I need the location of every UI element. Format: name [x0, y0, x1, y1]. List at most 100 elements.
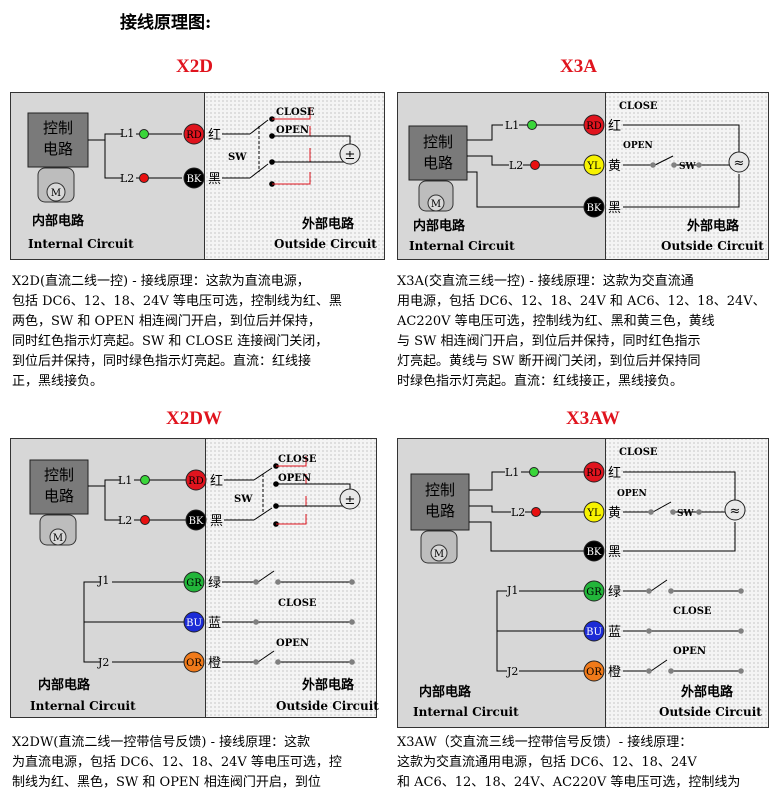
- ac-power-icon: [724, 499, 746, 521]
- rd-label: RD: [188, 476, 204, 487]
- x2dw-title: X2DW: [166, 408, 222, 429]
- ac-symbol: ≈: [734, 156, 745, 171]
- desc-line: AC220V 等电压可选，控制线为红、黑和黄三色，黄线: [397, 314, 715, 329]
- yl-label: YL: [586, 161, 601, 172]
- control-circuit-box: [410, 473, 470, 531]
- control-label-bottom: 电路: [44, 487, 74, 505]
- rd-label: RD: [586, 468, 602, 479]
- yl-terminal: [583, 154, 605, 176]
- open-label: OPEN: [673, 646, 706, 657]
- external-en-label: Outside Circuit: [659, 705, 762, 719]
- x3a-description: X3A(交直流三线一控) - 接线原理：这款为交直流通 用电源，包括 DC6、1…: [397, 272, 772, 392]
- internal-cn-label: 内部电路: [38, 677, 91, 693]
- orange-wire-label: 橙: [208, 656, 221, 671]
- x3aw-description: X3AW（交直流三线一控带信号反馈）- 接线原理： 这款为交直流通用电源，包括 …: [397, 733, 772, 793]
- rd-terminal: [183, 123, 205, 145]
- bk-label: BK: [189, 516, 204, 527]
- desc-line: 用电源，包括 DC6、12、18、24V 和 AC6、12、18、24V、: [397, 294, 766, 309]
- sw-label: SW: [679, 162, 696, 172]
- external-en-label: Outside Circuit: [661, 239, 764, 253]
- control-label-bottom: 电路: [425, 502, 455, 520]
- close-label: CLOSE: [278, 598, 317, 609]
- desc-line: X2D(直流二线一控) - 接线原理：这款为直流电源，: [12, 274, 310, 289]
- outside-region: [605, 438, 769, 728]
- dc-power-icon: [339, 143, 361, 165]
- bu-terminal: [183, 611, 205, 633]
- desc-line: 和 AC6、12、18、24V、AC220V 等电压可选，控制线为: [397, 775, 741, 790]
- page-heading: 接线原理图:: [120, 13, 212, 33]
- yellow-wire-label: 黄: [608, 159, 621, 174]
- external-en-label: Outside Circuit: [276, 699, 379, 713]
- control-label-bottom: 电路: [43, 140, 73, 158]
- outside-region: [204, 92, 385, 260]
- yl-label: YL: [586, 508, 601, 519]
- yl-terminal: [583, 501, 605, 523]
- control-label-top: 控制: [425, 481, 455, 499]
- x2dw-wiring-diagram: 控制 电路 M L1 L2 RD BK 红 黑 SW CLOSE OPEN ± …: [10, 438, 379, 718]
- l1-label: L1: [120, 127, 134, 140]
- close-label: CLOSE: [673, 606, 712, 617]
- open-label: OPEN: [617, 489, 647, 499]
- red-led-icon: [139, 173, 149, 183]
- internal-cn-label: 内部电路: [32, 213, 85, 229]
- motor-label: M: [53, 533, 63, 544]
- j2-label: J2: [97, 656, 109, 669]
- or-terminal: [183, 651, 205, 673]
- bk-label: BK: [587, 203, 602, 214]
- rd-terminal: [583, 461, 605, 483]
- control-circuit-box: [408, 125, 468, 181]
- red-wire-label: 红: [210, 473, 223, 489]
- x2d-title: X2D: [176, 56, 213, 77]
- red-wire-label: 红: [608, 118, 621, 134]
- x2d-wiring-diagram: 控制 电路 M L1 L2 RD BK 红 黑 SW CLOSE OPEN ± …: [10, 92, 385, 260]
- external-cn-label: 外部电路: [301, 677, 355, 693]
- green-led-icon: [527, 120, 537, 130]
- desc-line: 两色，SW 和 OPEN 相连阀门开启，到位后并保持，: [12, 314, 321, 329]
- motor-icon: [430, 544, 448, 562]
- external-cn-label: 外部电路: [301, 216, 355, 232]
- desc-line: X3A(交直流三线一控) - 接线原理：这款为交直流通: [397, 274, 694, 289]
- gr-terminal: [183, 571, 205, 593]
- blue-wire-label: 蓝: [208, 616, 221, 631]
- green-led-icon: [529, 467, 539, 477]
- outside-region: [205, 438, 377, 718]
- motor-label: M: [431, 199, 441, 210]
- outside-region: [605, 92, 769, 260]
- desc-line: 灯亮起。黄线与 SW 断开阀门关闭，到位后并保持同: [397, 354, 701, 369]
- red-led-icon: [140, 515, 150, 525]
- motor-label: M: [51, 188, 61, 199]
- l2-label: L2: [120, 172, 134, 185]
- open-label: OPEN: [278, 473, 311, 484]
- desc-line: 时绿色指示灯亮起。直流：红线接正，黑线接负。: [397, 374, 684, 389]
- desc-line: 与 SW 相连阀门开启，到位后并保持，同时红色指示: [397, 334, 701, 349]
- close-label: CLOSE: [276, 107, 315, 118]
- control-label-top: 控制: [423, 133, 453, 151]
- control-circuit-box: [29, 459, 89, 515]
- motor-label: M: [434, 549, 444, 560]
- x3aw-wiring-diagram: 控制 电路 M L1 L2 RD YL BK 红 黄 黑 SW OPEN CLO…: [397, 438, 769, 728]
- l2-label: L2: [118, 514, 132, 527]
- or-label: OR: [186, 658, 202, 669]
- or-label: OR: [586, 667, 602, 678]
- l2-label: L2: [509, 159, 523, 172]
- control-label-bottom: 电路: [423, 154, 453, 172]
- bk-terminal: [183, 167, 205, 189]
- rd-label: RD: [586, 121, 602, 132]
- bk-terminal: [583, 196, 605, 218]
- bk-terminal: [185, 509, 207, 531]
- sw-label: SW: [677, 509, 694, 519]
- motor-icon: [46, 182, 66, 202]
- motor-icon: [427, 194, 445, 212]
- ac-symbol: ≈: [730, 504, 741, 519]
- desc-line: 为直流电源，包括 DC6、12、18、24V 等电压可选，控: [12, 755, 342, 770]
- desc-line: X3AW（交直流三线一控带信号反馈）- 接线原理：: [397, 735, 693, 750]
- rd-terminal: [185, 469, 207, 491]
- internal-en-label: Internal Circuit: [409, 239, 515, 253]
- bk-terminal: [583, 540, 605, 562]
- gr-terminal: [583, 580, 605, 602]
- gr-label: GR: [186, 578, 202, 589]
- desc-line: 同时红色指示灯亮起。SW 和 CLOSE 连接阀门关闭，: [12, 334, 329, 349]
- l1-label: L1: [118, 474, 132, 487]
- open-label: OPEN: [276, 638, 309, 649]
- internal-en-label: Internal Circuit: [28, 237, 134, 251]
